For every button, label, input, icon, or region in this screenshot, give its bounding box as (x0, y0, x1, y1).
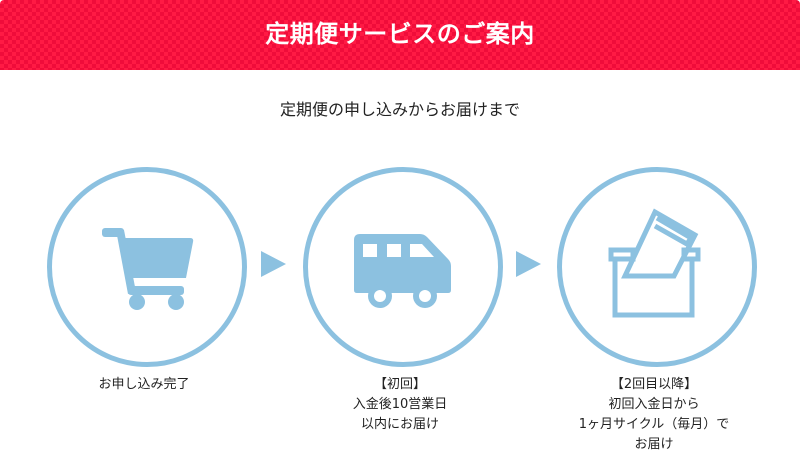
header-banner: 定期便サービスのご案内 (0, 0, 800, 70)
step-2-line-2: 入金後10営業日 (352, 397, 448, 412)
mailbox-icon (608, 208, 701, 318)
step-3-line-1: 【2回目以降】 (610, 377, 698, 392)
arrow-right-icon (516, 251, 541, 277)
step-1-label: お申し込み完了 (24, 375, 264, 395)
step-2-label: 【初回】 入金後10営業日 以内にお届け (280, 375, 520, 435)
step-3-circle (557, 167, 757, 367)
step-1-circle (47, 167, 247, 367)
step-2-circle (303, 167, 503, 367)
step-3-line-4: お届け (634, 437, 674, 452)
step-2-line-1: 【初回】 (373, 377, 426, 392)
arrow-right-icon (261, 251, 286, 277)
step-3-line-3: 1ヶ月サイクル（毎月）で (578, 417, 730, 432)
step-2-line-3: 以内にお届け (360, 417, 439, 432)
step-3-label: 【2回目以降】 初回入金日から 1ヶ月サイクル（毎月）で お届け (534, 375, 774, 455)
step-1-line-1: お申し込み完了 (98, 377, 190, 392)
section-subtitle: 定期便の申し込みからお届けまで (279, 100, 520, 119)
page-title: 定期便サービスのご案内 (265, 20, 535, 48)
van-icon (354, 234, 451, 308)
step-3-line-2: 初回入金日から (608, 397, 700, 412)
shopping-cart-icon (102, 228, 194, 310)
